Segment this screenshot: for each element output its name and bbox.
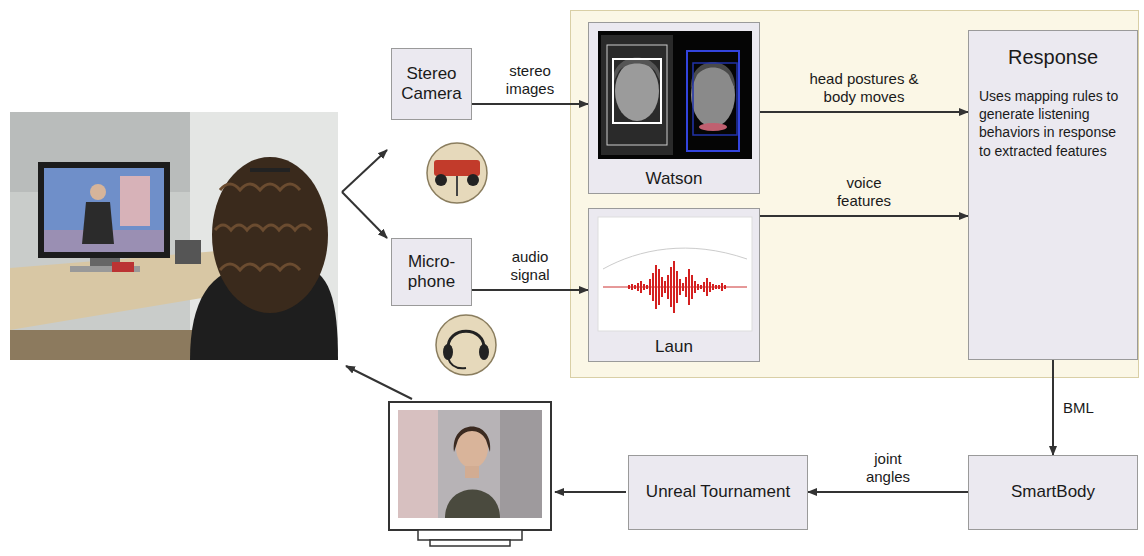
connector-arrow <box>760 111 968 113</box>
display-arrow <box>346 366 412 399</box>
box-label: SmartBody <box>1011 482 1095 502</box>
box-label: Watson <box>645 169 702 189</box>
box-description: Uses mapping rules to generate listening… <box>979 87 1127 160</box>
photo-to-mic-arrow <box>342 192 387 238</box>
render-arrow <box>555 491 626 493</box>
photo-to-camera-arrow <box>342 150 387 192</box>
edge-label: voice features <box>827 174 901 210</box>
connector-arrow <box>808 491 968 493</box>
edge-label: stereo images <box>493 62 567 98</box>
module-box: ResponseUses mapping rules to generate l… <box>968 30 1138 360</box>
connector-arrow <box>760 215 968 217</box>
box-label: Laun <box>655 337 693 357</box>
engine-box: Unreal Tournament <box>628 455 808 530</box>
user-photo <box>10 112 338 360</box>
camera-icon <box>427 143 487 203</box>
edge-label: BML <box>1061 399 1096 417</box>
avatar-monitor <box>389 402 551 546</box>
edge-label: head postures & body moves <box>797 70 931 106</box>
box-label: Stereo Camera <box>398 64 465 105</box>
connector-arrow <box>472 103 588 105</box>
connector-arrow <box>1052 360 1054 455</box>
module-box: Laun <box>588 208 760 362</box>
module-box: Watson <box>588 22 760 194</box>
sensor-box: Micro- phone <box>391 238 472 306</box>
edge-label: joint angles <box>851 450 925 486</box>
audio-waveform <box>589 209 761 339</box>
headset-icon <box>436 315 496 375</box>
module-box: SmartBody <box>968 455 1138 530</box>
box-label: Micro- phone <box>398 252 465 293</box>
sensor-box: Stereo Camera <box>391 48 472 120</box>
connector-arrow <box>472 289 588 291</box>
face-tracking-image <box>589 23 761 168</box>
box-label: Response <box>1008 45 1098 69</box>
box-label: Unreal Tournament <box>646 482 790 502</box>
edge-label: audio signal <box>493 248 567 284</box>
